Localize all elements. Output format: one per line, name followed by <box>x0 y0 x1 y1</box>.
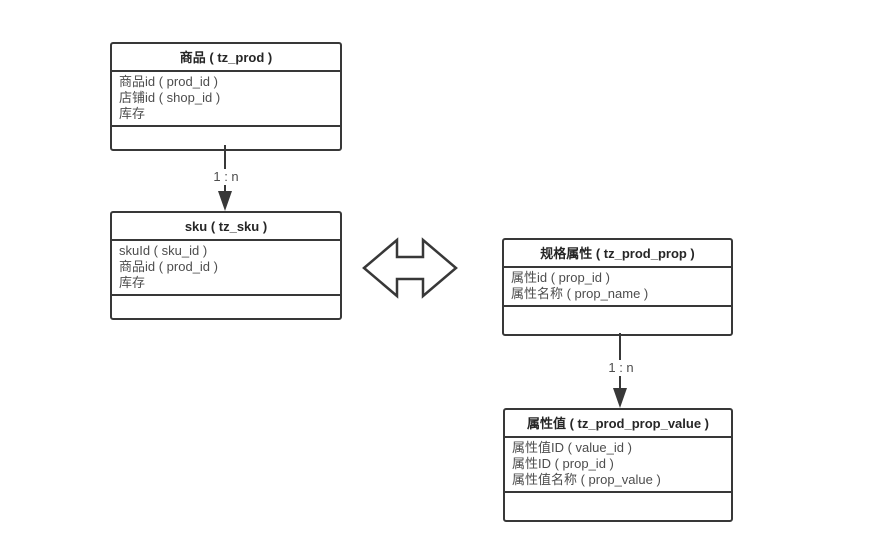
table-body: 属性值ID ( value_id ) 属性ID ( prop_id ) 属性值名… <box>505 438 731 493</box>
entity-table-sku: sku ( tz_sku ) skuId ( sku_id ) 商品id ( p… <box>110 211 342 320</box>
table-footer-empty <box>505 493 731 520</box>
table-row: 商品id ( prod_id ) <box>119 74 218 89</box>
table-row: 属性ID ( prop_id ) <box>512 456 614 471</box>
table-row: 属性id ( prop_id ) <box>511 270 610 285</box>
entity-table-prop-value: 属性值 ( tz_prod_prop_value ) 属性值ID ( value… <box>503 408 733 522</box>
table-row: 属性值ID ( value_id ) <box>512 440 632 455</box>
table-title: 属性值 ( tz_prod_prop_value ) <box>505 410 731 438</box>
table-row: 库存 <box>119 106 146 121</box>
entity-table-prod: 商品 ( tz_prod ) 商品id ( prod_id ) 店铺id ( s… <box>110 42 342 151</box>
table-row: 库存 <box>119 275 146 290</box>
cardinality-label: 1 : n <box>605 360 637 376</box>
table-footer-empty <box>112 296 340 318</box>
table-row: 商品id ( prod_id ) <box>119 259 218 274</box>
table-title: 规格属性 ( tz_prod_prop ) <box>504 240 731 268</box>
table-title: 商品 ( tz_prod ) <box>112 44 340 72</box>
table-body: 属性id ( prop_id ) 属性名称 ( prop_name ) <box>504 268 731 307</box>
table-row: 店铺id ( shop_id ) <box>119 90 221 105</box>
table-row: 属性值名称 ( prop_value ) <box>512 472 661 487</box>
table-row: 属性名称 ( prop_name ) <box>511 286 649 301</box>
arrowhead-down-icon <box>613 388 627 408</box>
table-footer-empty <box>112 127 340 149</box>
table-body: skuId ( sku_id ) 商品id ( prod_id ) 库存 <box>112 241 340 296</box>
table-body: 商品id ( prod_id ) 店铺id ( shop_id ) 库存 <box>112 72 340 127</box>
cardinality-label: 1 : n <box>210 169 242 185</box>
table-footer-empty <box>504 307 731 334</box>
arrowhead-down-icon <box>218 191 232 211</box>
entity-table-prop: 规格属性 ( tz_prod_prop ) 属性id ( prop_id ) 属… <box>502 238 733 336</box>
table-row: skuId ( sku_id ) <box>119 243 208 258</box>
table-title: sku ( tz_sku ) <box>112 213 340 241</box>
double-horizontal-arrow-icon <box>362 237 458 299</box>
